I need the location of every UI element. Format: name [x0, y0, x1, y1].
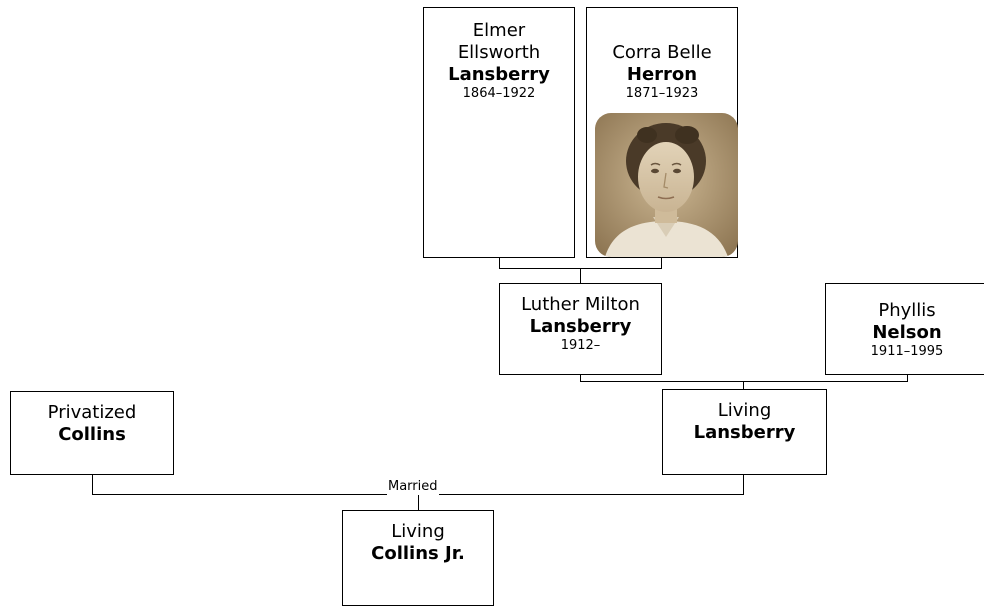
given-name: Elmer [472, 20, 526, 41]
person-card-living-collins-jr[interactable]: Living Collins Jr. [342, 510, 494, 606]
person-card-corra-herron[interactable]: Corra Belle Herron 1871–1923 [586, 7, 738, 258]
portrait-photo-icon [595, 113, 738, 257]
person-card-elmer-lansberry[interactable]: Elmer Ellsworth Lansberry 1864–1922 [423, 7, 575, 258]
life-dates: 1864–1922 [462, 86, 536, 101]
person-card-privatized-collins[interactable]: Privatized Collins [10, 391, 174, 475]
life-dates: 1871–1923 [625, 86, 699, 101]
given-name: Phyllis [878, 300, 936, 321]
given-name: Corra Belle [612, 42, 712, 63]
person-card-luther-lansberry[interactable]: Luther Milton Lansberry 1912– [499, 283, 662, 375]
given-name: Ellsworth [457, 42, 541, 63]
given-name: Luther Milton [521, 294, 640, 315]
given-name: Living [391, 521, 445, 542]
surname: Nelson [872, 322, 942, 343]
life-dates: 1912– [560, 338, 601, 353]
surname: Lansberry [448, 64, 550, 85]
life-dates: 1911–1995 [870, 344, 944, 359]
given-name: Privatized [47, 402, 137, 423]
person-card-living-lansberry[interactable]: Living Lansberry [662, 389, 827, 475]
surname: Lansberry [529, 316, 632, 337]
surname: Lansberry [693, 422, 796, 443]
marriage-label: Married [387, 479, 439, 495]
portrait-photo[interactable] [595, 113, 738, 257]
person-card-phyllis-nelson[interactable]: Phyllis Nelson 1911–1995 [825, 283, 984, 375]
surname: Collins [58, 424, 126, 445]
surname: Collins Jr. [371, 543, 465, 564]
given-name: Living [717, 400, 772, 421]
surname: Herron [626, 64, 698, 85]
